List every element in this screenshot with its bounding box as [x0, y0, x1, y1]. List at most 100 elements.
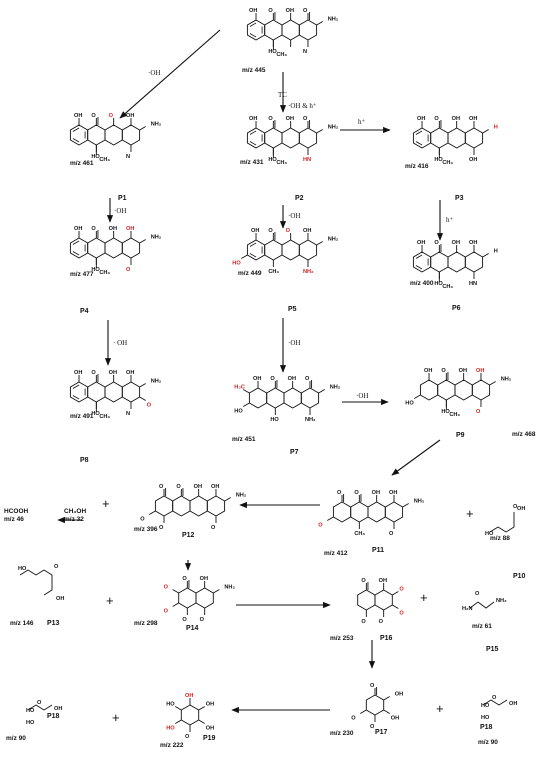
p4-label: P4 [80, 308, 89, 315]
atom-label: OH [253, 376, 261, 382]
ch3oh-mz: m/z 32 [64, 516, 84, 523]
atom-label: HO [485, 531, 494, 537]
atom-label: CH₃ [442, 284, 453, 290]
atom-label: OH [469, 157, 477, 163]
atom-label: OH [469, 116, 477, 122]
atom-label: O [182, 576, 187, 582]
atom-label: NH₂ [151, 122, 162, 128]
atom-label: OH [417, 240, 425, 246]
reagent-oh-1: ·OH [148, 69, 160, 77]
atom-label: HO [405, 401, 414, 407]
p13-label: P13 [47, 620, 60, 627]
atom-label: OH [200, 576, 208, 582]
reagent-oh-h: ·OH & h⁺ [288, 102, 317, 110]
atom-label: O [318, 523, 323, 529]
plus-sign-5: + [112, 710, 120, 725]
p19-label: P19 [203, 735, 216, 742]
atom-label: H₂N [462, 606, 473, 612]
atom-label: HO [26, 720, 35, 726]
p13-mz: m/z 146 [10, 620, 34, 627]
atom-label: CH₃ [99, 157, 110, 163]
atom-label: O [475, 591, 480, 597]
p4-mz: m/z 477 [70, 271, 94, 278]
atom-label: N [303, 49, 307, 55]
atom-label: O [268, 8, 273, 14]
atom-label: OH [372, 490, 380, 496]
atom-label: OH [469, 240, 477, 246]
atom-label: O [399, 611, 404, 617]
atom-label: HO [268, 49, 277, 55]
atom-label: O [389, 531, 394, 537]
atom-label: OH [249, 8, 257, 14]
atom-label: CH₃ [442, 160, 453, 166]
atom-label: O [211, 525, 216, 531]
atom-label: HO [481, 715, 490, 721]
p6-mz: m/z 400 [410, 280, 434, 287]
atom-label: OH [109, 226, 117, 232]
atom-label: O [126, 267, 131, 273]
atom-label: OH [379, 578, 387, 584]
p15-mz: m/z 61 [472, 623, 492, 630]
p8-label: P8 [80, 457, 89, 464]
atom-label: OH [194, 484, 202, 490]
p2-mz: m/z 431 [240, 159, 264, 166]
atom-label: O [303, 116, 308, 122]
atom-label: O [140, 517, 145, 523]
p17-mz: m/z 230 [330, 730, 354, 737]
reagent-tc: TC [278, 91, 287, 99]
p15-label: P15 [486, 646, 499, 653]
atom-label: O [286, 228, 291, 234]
ch3oh-formula: CH₃OH [64, 508, 86, 515]
atom-label: HO [481, 703, 490, 709]
atom-label: NH₂ [151, 379, 162, 385]
p14-label: P14 [186, 625, 199, 632]
atom-label: OH [74, 370, 82, 376]
atom-label: O [370, 683, 375, 689]
reagent-h-plus-1: h⁺ [358, 118, 366, 126]
atom-label: OH [452, 240, 460, 246]
p14-mz: m/z 298 [134, 620, 158, 627]
atom-label: O [91, 226, 96, 232]
atom-label: O [476, 409, 481, 415]
atom-label: NH₂ [496, 598, 507, 604]
atom-label: HO [18, 566, 27, 572]
atom-label: H [494, 249, 498, 255]
p16-mz: m/z 253 [330, 635, 354, 642]
atom-label: NH₂ [305, 417, 316, 423]
atom-label: OH [74, 113, 82, 119]
arrows-layer [57, 29, 444, 714]
atom-label: OH [517, 506, 525, 512]
atom-label: OH [476, 368, 484, 374]
atom-label: H [494, 125, 498, 131]
atom-label: OH [126, 226, 134, 232]
tc-mz: m/z 445 [242, 67, 266, 74]
reagent-oh-4: ·OH [288, 212, 300, 220]
p12-mz: m/z 396 [134, 526, 158, 533]
p16-label: P16 [380, 635, 393, 642]
atom-label: O [354, 490, 359, 496]
atom-label: OH [459, 368, 467, 374]
atom-label: CH₃ [354, 531, 365, 537]
p6-label: P6 [452, 305, 461, 312]
atom-label: HO [434, 281, 443, 287]
atom-label: OH [109, 370, 117, 376]
p9-label: P9 [456, 432, 465, 439]
atom-label: O [434, 116, 439, 122]
atom-label: O [159, 484, 164, 490]
atom-label: OH [211, 484, 219, 490]
p2-label: P2 [295, 195, 304, 202]
atom-label: O [159, 525, 164, 531]
atom-label: NH₂ [501, 377, 512, 383]
atom-label: NH₂ [328, 237, 339, 243]
atom-label: O [268, 228, 273, 234]
atom-label: NH₂ [328, 125, 339, 131]
atom-label: N [126, 154, 130, 160]
